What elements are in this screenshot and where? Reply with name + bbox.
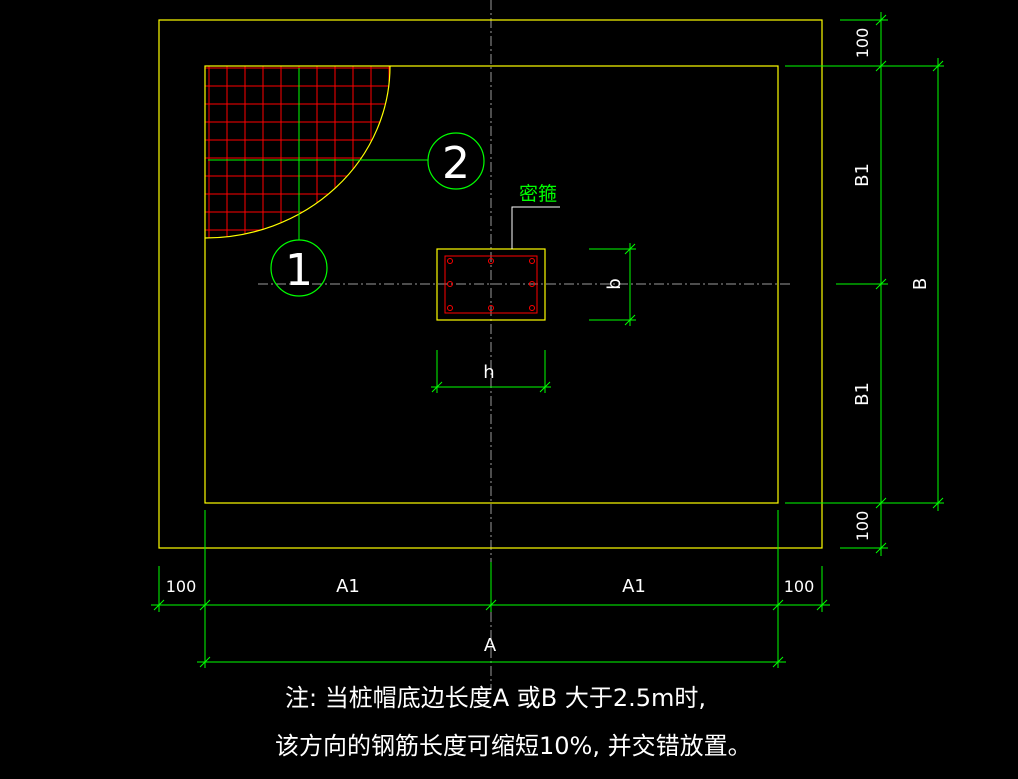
dimension-b-label: b (604, 278, 625, 289)
callout-label-1: 1 (285, 245, 313, 296)
dimension-B-label: B (910, 278, 931, 290)
dimension-100-left-label: 100 (166, 577, 197, 596)
outer-cap-outline (158, 19, 823, 549)
dimension-b (589, 243, 636, 326)
dimension-h-label: h (483, 362, 494, 383)
callout-leaders (208, 68, 428, 240)
dimension-100-bottom-label: 100 (853, 511, 872, 542)
callout-label-2: 2 (442, 138, 470, 189)
rebar-grid (204, 65, 391, 239)
dimension-A-label: A (484, 635, 497, 656)
dimension-A1-left-label: A1 (336, 576, 360, 597)
column-outline (436, 248, 546, 321)
inner-cap-outline (204, 65, 779, 504)
callout-circle-1 (270, 239, 328, 297)
stirrup-label: 密箍 (519, 183, 557, 205)
column-bars (447, 258, 535, 311)
note-line-1: 注: 当桩帽底边长度A 或B 大于2.5m时, (285, 684, 707, 712)
stirrup-leader (511, 206, 560, 249)
right-dimensions (785, 12, 944, 556)
callout-circle-2 (427, 132, 485, 190)
dimension-A1-right-label: A1 (622, 576, 646, 597)
centerlines (258, 0, 790, 690)
column-stirrup (444, 255, 538, 314)
dimension-h (431, 350, 551, 393)
bottom-dimensions (151, 510, 830, 668)
note-line-2: 该方向的钢筋长度可缩短10%, 并交错放置。 (275, 732, 752, 760)
dimension-100-right-label: 100 (784, 577, 815, 596)
dimension-B1-top-label: B1 (852, 163, 873, 187)
dimension-100-top-label: 100 (853, 28, 872, 59)
dimension-B1-bottom-label: B1 (852, 382, 873, 406)
